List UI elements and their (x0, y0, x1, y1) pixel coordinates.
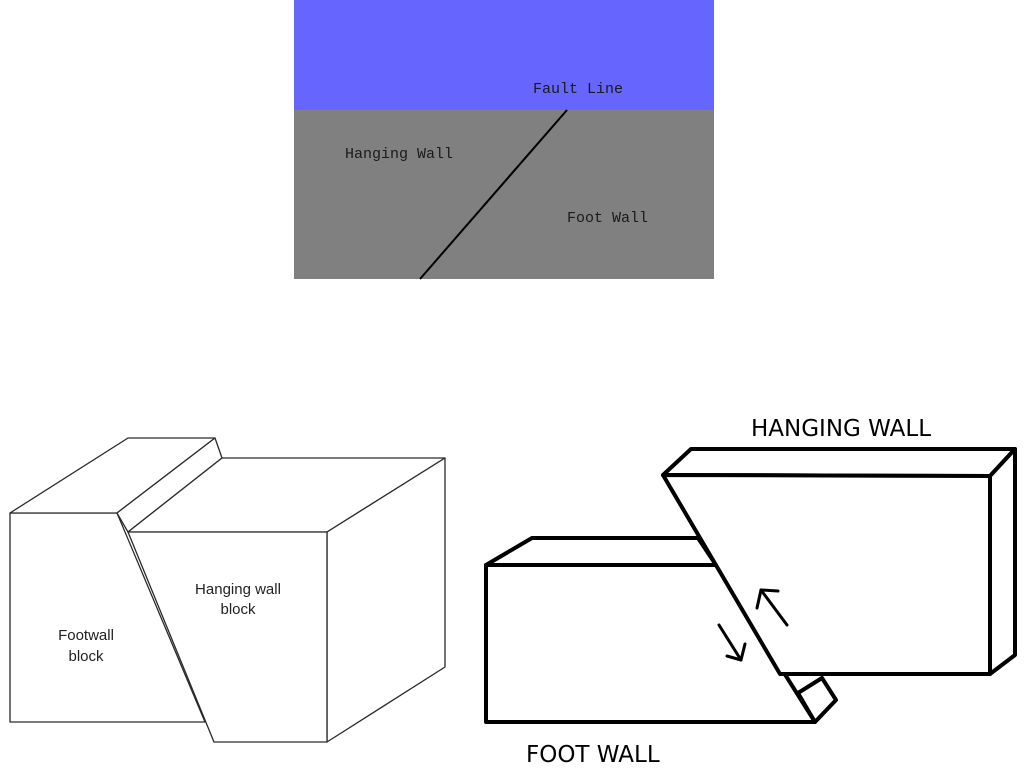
footwall-label-line1: Footwall (58, 627, 114, 644)
hanging-wall-block-front (661, 473, 992, 676)
hanging-wall-block-front (127, 531, 328, 743)
block-diagram-right: HANGING WALL FOOT WALL (484, 416, 1017, 768)
hanging-wall-title: HANGING WALL (751, 416, 931, 442)
footwall-label-line2: block (68, 648, 104, 665)
arrow-up-icon (755, 588, 789, 627)
foot-wall-title: FOOT WALL (526, 742, 660, 768)
arrow-down-icon (717, 623, 747, 662)
fault-line (419, 109, 568, 280)
hanging-wall-label-line2: block (220, 601, 256, 618)
fault-line-label: Fault Line (533, 81, 623, 98)
cross-section-diagram: Fault Line Hanging Wall Foot Wall (294, 0, 714, 280)
hanging-wall-label-line1: Hanging wall (195, 581, 281, 598)
hanging-wall-block-side (988, 447, 1017, 676)
foot-wall-label: Foot Wall (567, 210, 648, 227)
hanging-wall-label: Hanging Wall (345, 146, 453, 163)
block-diagram-left: Footwall block Hanging wall block (9, 437, 446, 743)
hanging-wall-block-top (661, 447, 1017, 478)
foot-wall-block-top (484, 536, 718, 567)
ground-region (294, 110, 714, 279)
sky-region (294, 0, 714, 110)
foot-wall-block-side (796, 676, 838, 724)
